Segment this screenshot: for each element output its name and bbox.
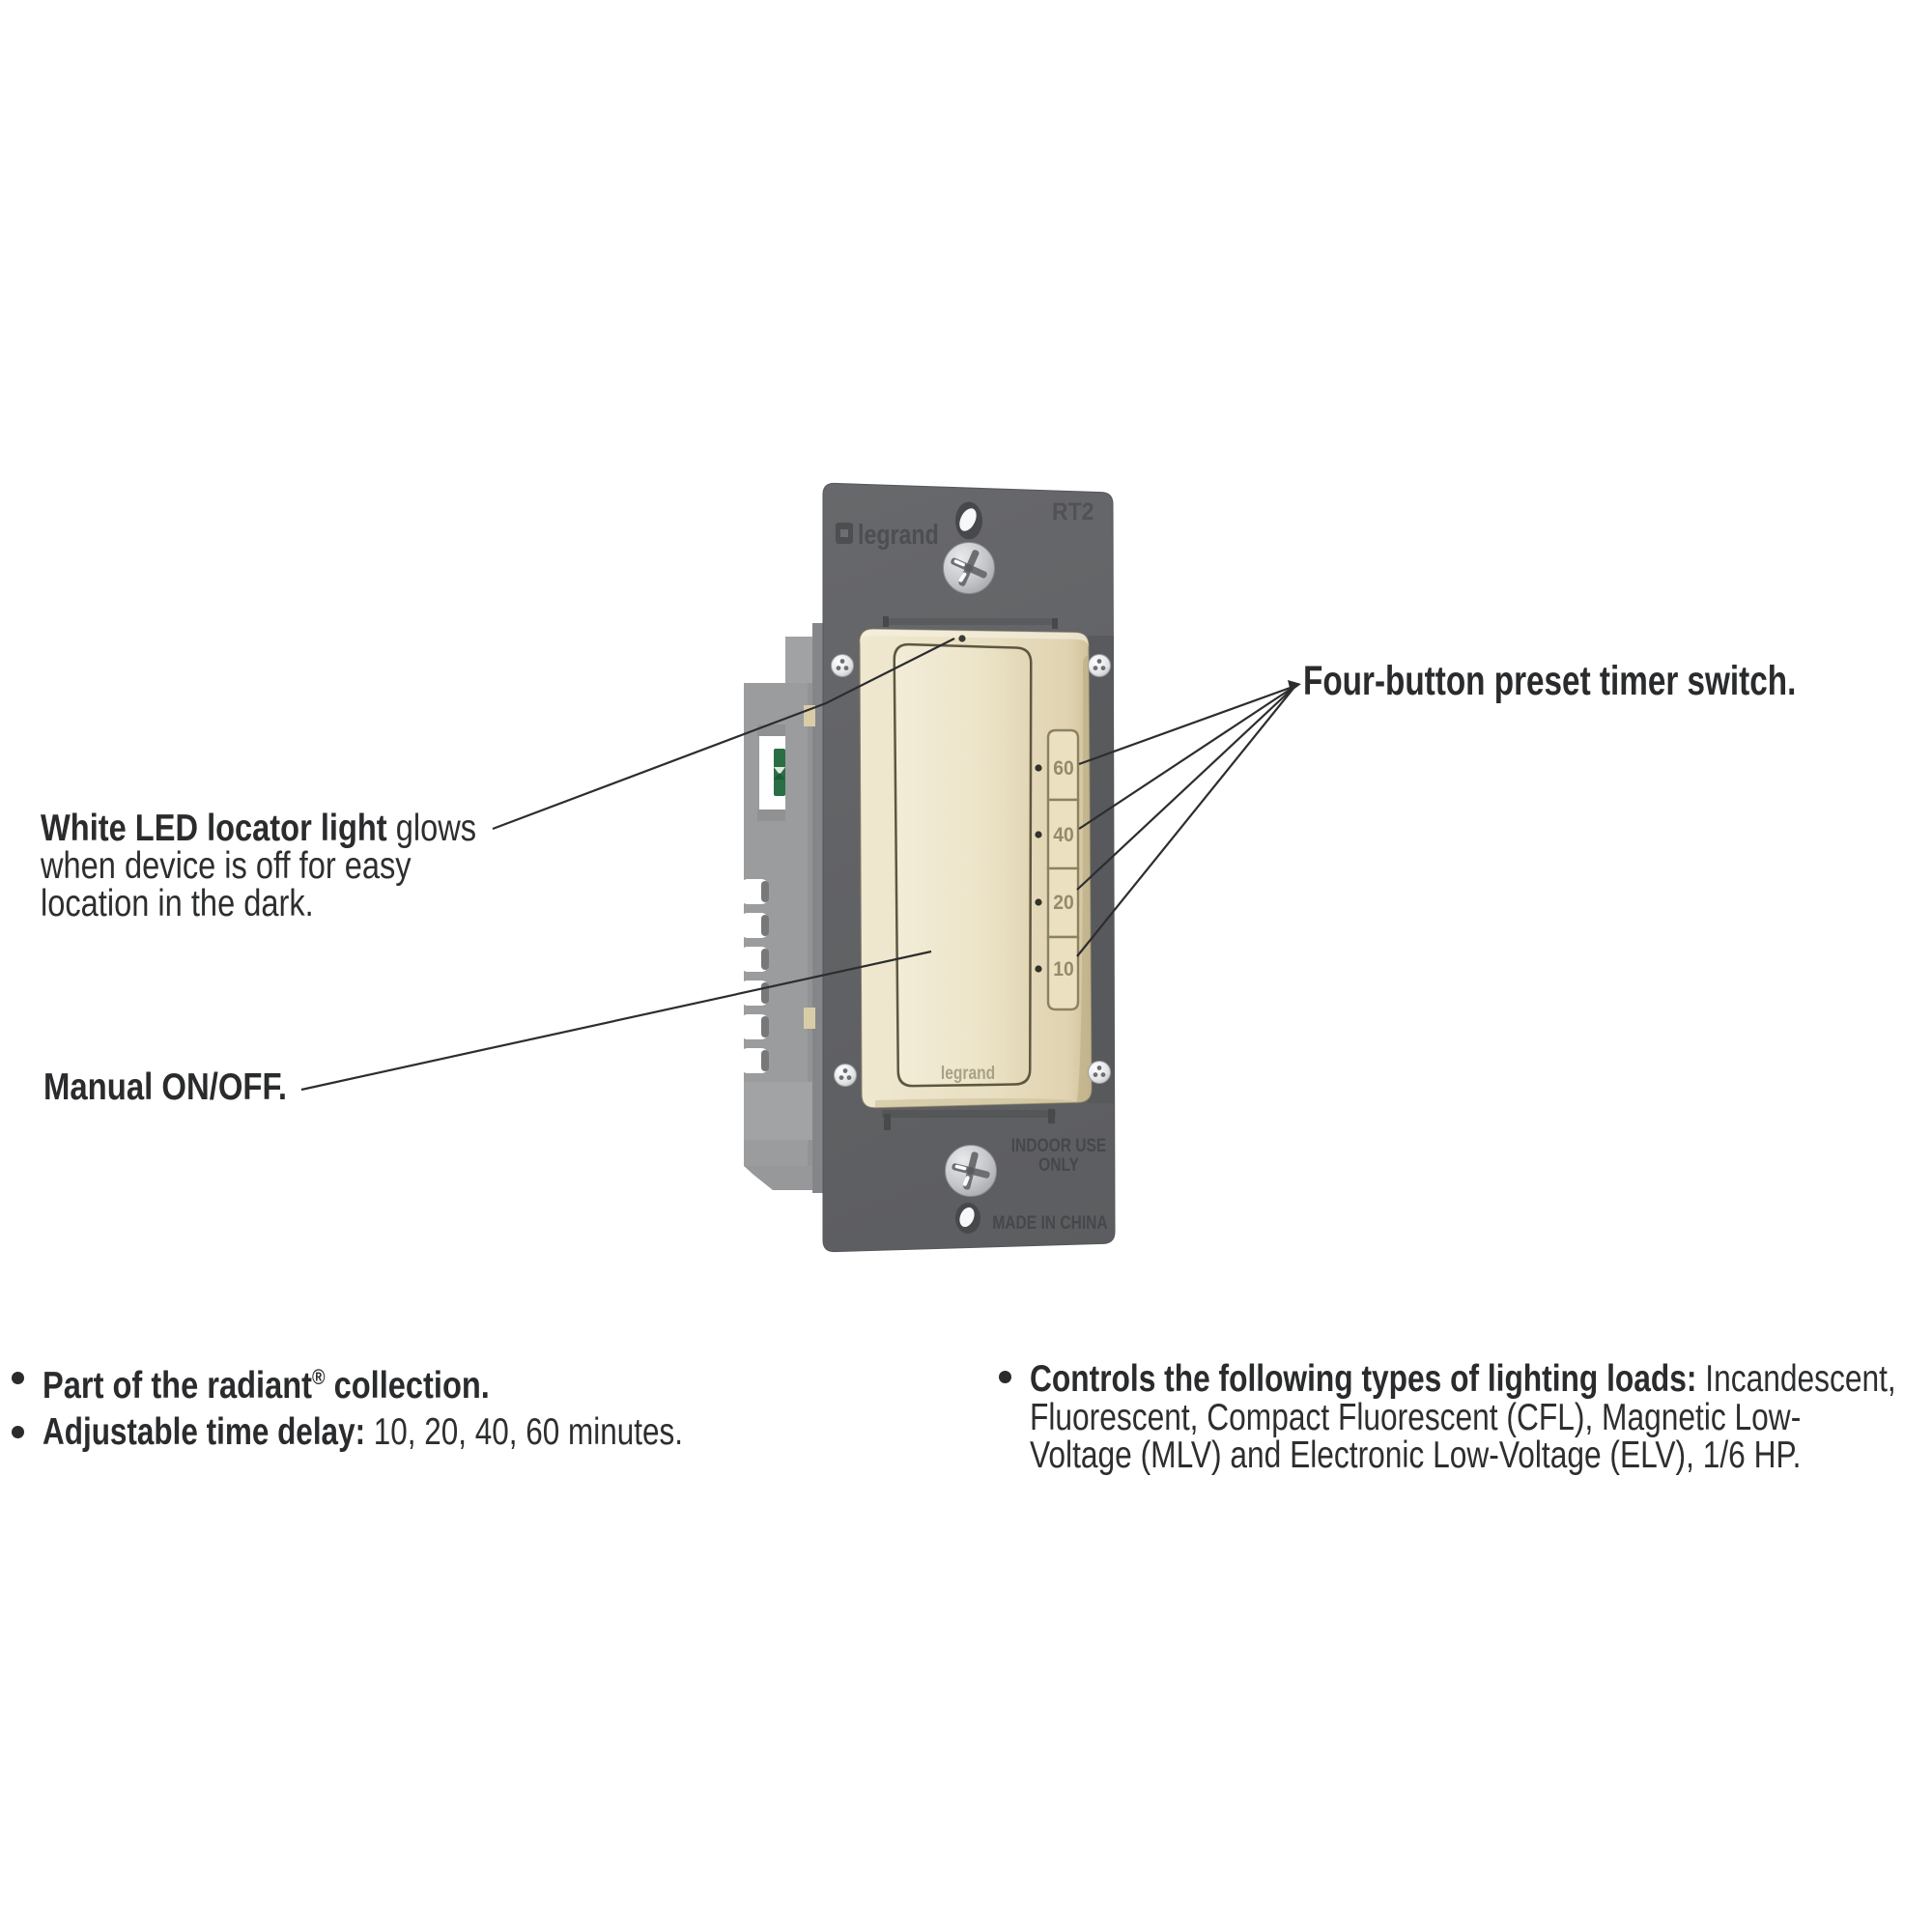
svg-text:MADE IN CHINA: MADE IN CHINA xyxy=(992,1212,1108,1234)
svg-text:20: 20 xyxy=(1053,892,1073,914)
svg-text:40: 40 xyxy=(1053,824,1073,846)
svg-text:legrand: legrand xyxy=(941,1063,995,1084)
svg-text:60: 60 xyxy=(1053,757,1073,780)
svg-text:legrand: legrand xyxy=(858,518,939,550)
svg-text:10: 10 xyxy=(1053,958,1073,980)
svg-text:ONLY: ONLY xyxy=(1038,1154,1079,1176)
svg-text:INDOOR USE: INDOOR USE xyxy=(1011,1135,1107,1156)
svg-text:RT2: RT2 xyxy=(1052,498,1094,526)
